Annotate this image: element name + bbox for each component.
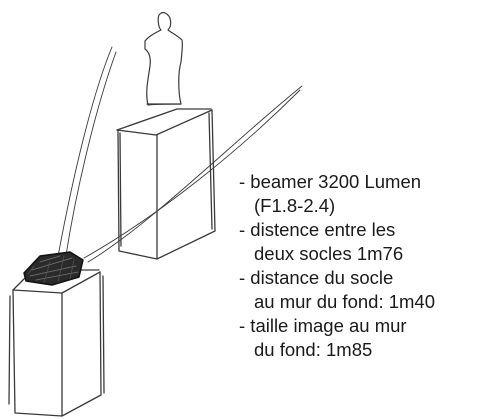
note-line: - beamer 3200 Lumen bbox=[239, 171, 422, 192]
front-pedestal bbox=[8, 269, 105, 417]
note-projector: - beamer 3200 Lumen (F1.8-2.4) bbox=[239, 170, 501, 218]
note-line: au mur du fond: 1m40 bbox=[254, 291, 435, 312]
note-image-size: - taille image au mur du fond: 1m85 bbox=[239, 314, 501, 362]
note-line: - distence entre les bbox=[239, 219, 396, 240]
note-line: (F1.8-2.4) bbox=[254, 195, 336, 216]
notes-list: - beamer 3200 Lumen (F1.8-2.4) - distenc… bbox=[239, 170, 501, 362]
projection-beam bbox=[56, 46, 303, 263]
note-distance-to-wall: - distance du socle au mur du fond: 1m40 bbox=[239, 266, 501, 314]
note-distance-between-pedestals: - distence entre les deux socles 1m76 bbox=[239, 218, 501, 266]
statue-figure bbox=[144, 11, 184, 106]
projector bbox=[23, 251, 84, 286]
note-line: - taille image au mur bbox=[239, 315, 407, 336]
note-line: deux socles 1m76 bbox=[254, 243, 404, 264]
note-line: du fond: 1m85 bbox=[254, 339, 373, 360]
back-pedestal bbox=[116, 108, 216, 260]
note-line: - distance du socle bbox=[239, 267, 394, 288]
